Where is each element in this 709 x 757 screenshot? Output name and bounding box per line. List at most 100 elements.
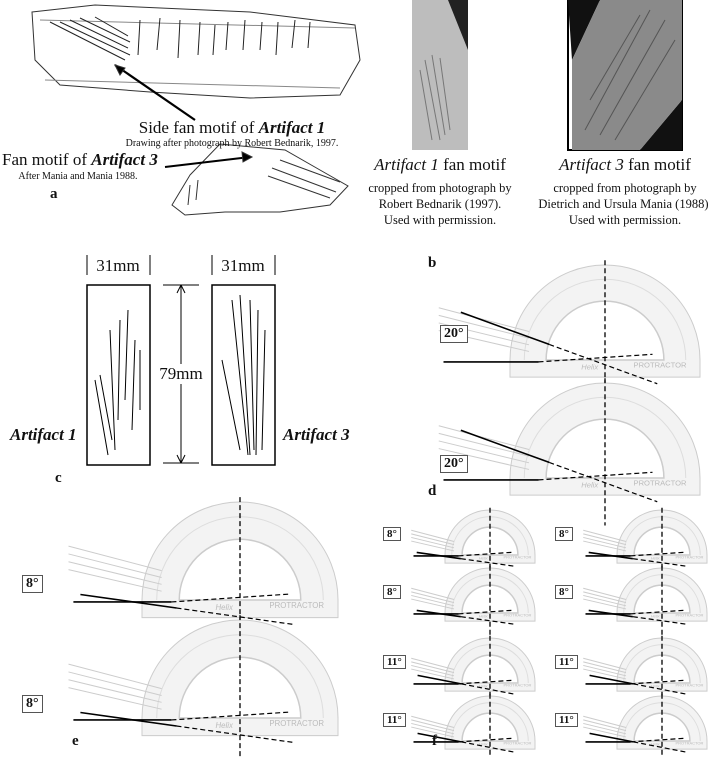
angle-label: 11° [555, 713, 578, 727]
dashed-extension [460, 616, 515, 625]
protractor-word: PROTRACTOR [676, 683, 704, 688]
artifact-1-photo [412, 0, 468, 150]
angle-label: 20° [440, 455, 468, 473]
protractor-word: PROTRACTOR [504, 613, 532, 618]
protractor-e-2: Helix PROTRACTOR [68, 615, 339, 757]
protractor-word: PROTRACTOR [504, 741, 532, 746]
protractor-f-7: Helix PROTRACTOR [411, 693, 536, 757]
artifact-3-drawing [164, 143, 349, 216]
panel-label-d: d [428, 483, 437, 499]
dashed-extension [633, 683, 687, 695]
dashed-extension [461, 683, 515, 695]
incision-line [460, 429, 550, 464]
incision-line [416, 609, 461, 618]
angle-label: 20° [440, 325, 468, 343]
protractor-f-4: Helix PROTRACTOR [583, 565, 708, 636]
protractor-f-3: Helix PROTRACTOR [411, 565, 536, 636]
dashed-extension [630, 551, 685, 557]
dashed-extension [171, 593, 290, 603]
artifact-3-photo-title: Artifact 3 fan motif [559, 155, 691, 174]
protractor-brand: Helix [581, 363, 599, 372]
artifact-1-drawing [31, 4, 361, 121]
tracing-diagram [86, 255, 276, 466]
protractor-word: PROTRACTOR [269, 719, 324, 728]
protractor-brand: Helix [651, 684, 661, 689]
angle-label: 8° [383, 585, 401, 599]
side-fan-caption: Side fan motif of Artifact 1 [138, 118, 326, 137]
dashed-extension [176, 725, 294, 744]
dashed-extension [176, 607, 294, 626]
height-label: 79mm [159, 364, 203, 384]
incision-line [588, 551, 633, 560]
angle-label: 8° [22, 575, 43, 593]
dashed-extension [549, 461, 658, 503]
dashed-extension [630, 679, 685, 685]
protractor-brand: Helix [216, 603, 234, 612]
angle-label: 11° [555, 655, 578, 669]
dashed-extension [458, 679, 513, 685]
protractor-word: PROTRACTOR [504, 555, 532, 560]
incision-line [417, 674, 462, 685]
protractor-brand: Helix [479, 614, 489, 619]
protractor-f-6: Helix PROTRACTOR [583, 635, 708, 706]
angle-label: 8° [22, 695, 43, 713]
protractor-word: PROTRACTOR [676, 741, 704, 746]
artifact-1-label: Artifact 1 [10, 425, 77, 444]
panel-label-c: c [55, 470, 62, 486]
side-fan-credit: Drawing after photograph by Robert Bedna… [125, 138, 339, 149]
protractor-brand: Helix [651, 614, 661, 619]
protractor-word: PROTRACTOR [676, 613, 704, 618]
incision-line [588, 609, 633, 618]
dashed-extension [549, 343, 658, 385]
dashed-extension [630, 737, 685, 743]
dashed-extension [460, 558, 515, 567]
incision-line [80, 593, 177, 609]
protractor-e-1: Helix PROTRACTOR [68, 497, 339, 649]
protractor-f-8: Helix PROTRACTOR [583, 693, 708, 757]
dashed-extension [538, 471, 653, 481]
incision-line [589, 674, 634, 685]
protractor-brand: Helix [479, 684, 489, 689]
fan-credit: After Mania and Mania 1988. [18, 171, 138, 182]
protractor-brand: Helix [216, 721, 234, 730]
left-width-label: 31mm [96, 256, 140, 275]
protractor-brand: Helix [651, 742, 661, 747]
incision-line [80, 711, 177, 727]
artifact-1-photo-title: Artifact 1 fan motif [374, 155, 506, 174]
protractor-word: PROTRACTOR [634, 361, 688, 370]
fan-caption: Fan motif of Artifact 3 [2, 150, 158, 169]
dashed-extension [458, 609, 513, 615]
dashed-extension [632, 558, 687, 567]
protractor-f-1: Helix PROTRACTOR [411, 507, 536, 578]
dashed-extension [171, 711, 290, 721]
angle-label: 11° [383, 655, 406, 669]
dashed-extension [458, 551, 513, 557]
protractor-d-2: Helix PROTRACTOR [438, 378, 701, 526]
panel-label-b: b [428, 255, 437, 271]
artifact-3-photo [567, 0, 683, 151]
protractor-word: PROTRACTOR [269, 601, 324, 610]
protractor-word: PROTRACTOR [634, 479, 688, 488]
incision-line [589, 732, 634, 743]
artifact-3-label: Artifact 3 [283, 425, 350, 444]
dashed-extension [632, 616, 687, 625]
protractor-brand: Helix [651, 556, 661, 561]
panel-label-a: a [50, 186, 58, 202]
protractor-d-1: Helix PROTRACTOR [438, 260, 701, 408]
dashed-extension [538, 353, 653, 363]
angle-label: 11° [383, 713, 406, 727]
incision-line [417, 732, 462, 743]
angle-label: 8° [555, 527, 573, 541]
incision-line [460, 311, 550, 346]
protractor-brand: Helix [479, 742, 489, 747]
protractor-word: PROTRACTOR [504, 683, 532, 688]
angle-label: 8° [383, 527, 401, 541]
protractor-brand: Helix [581, 481, 599, 490]
protractor-brand: Helix [479, 556, 489, 561]
panel-label-e: e [72, 733, 79, 749]
